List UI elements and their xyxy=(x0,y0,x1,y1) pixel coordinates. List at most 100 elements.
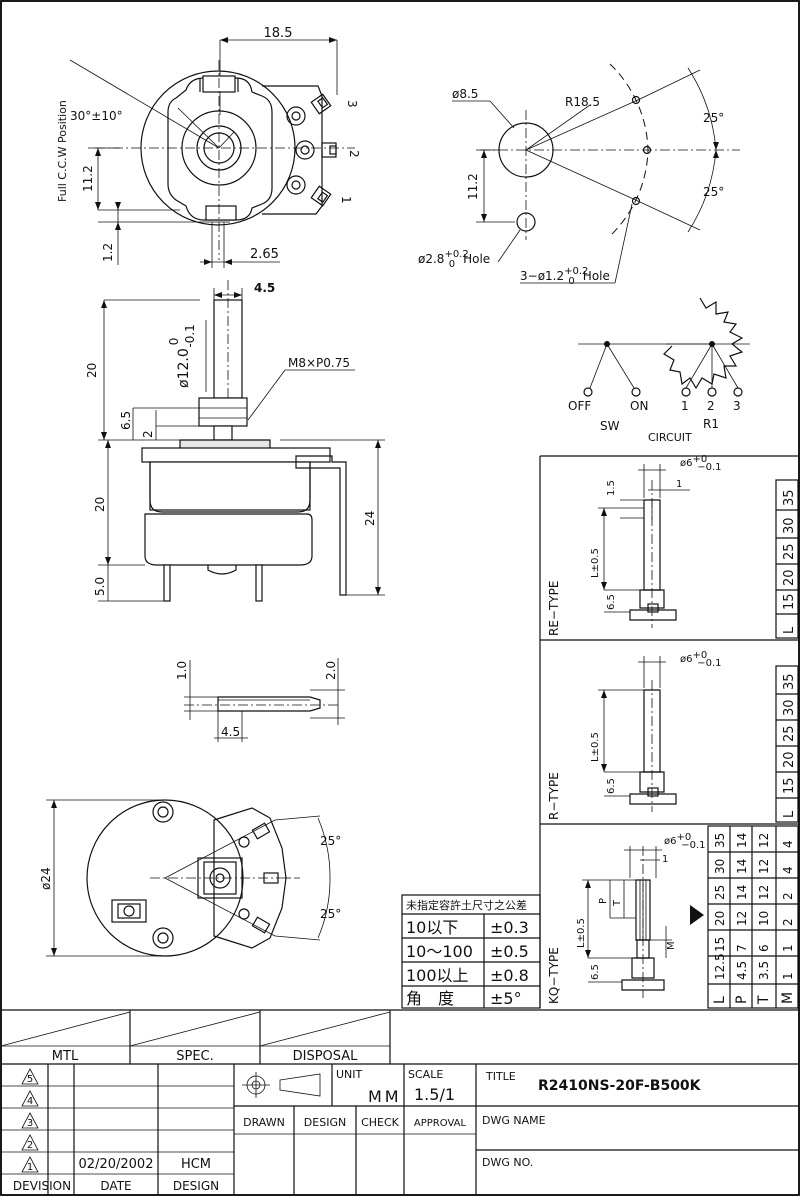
re-length-1: 30 xyxy=(782,517,797,534)
side-view: 4.5 ø12.00-0.1 M8×P0.75 20 6.5 xyxy=(85,280,385,602)
kq-cell-r3-c1: 12 xyxy=(735,911,749,926)
kq-cell-r5-c1: 4.5 xyxy=(735,961,749,980)
bottom-view: 25° 25° ø24 xyxy=(39,799,341,957)
re-length-3: 20 xyxy=(782,569,797,586)
re-length-4: 15 xyxy=(782,593,797,610)
selected-row-marker xyxy=(690,905,704,925)
re-length-0: 35 xyxy=(782,489,797,506)
dim-bushing-length: 6.5 xyxy=(119,411,133,430)
kq-header-t: T xyxy=(756,995,772,1005)
dia-label: ø8.5 xyxy=(452,87,478,101)
dwg-name-label: DWG NAME xyxy=(482,1114,546,1127)
sw-label: SW xyxy=(600,419,620,433)
pin-1-label: 1 xyxy=(339,196,353,204)
col-design: DESIGN xyxy=(173,1179,219,1193)
r-type-panel: R−TYPE ø6+0−0.1 L±0.5 6.5 35 3 xyxy=(547,650,799,823)
dim-pin-length: 5.0 xyxy=(93,577,107,596)
kq-cell-r1-c1: 14 xyxy=(735,859,749,874)
dim-shaft-length: 20 xyxy=(85,363,99,378)
kq-cell-r1-c3: 4 xyxy=(781,866,795,874)
rev-1: 1 xyxy=(27,1162,33,1173)
thread-label: M8×P0.75 xyxy=(288,356,350,370)
tol-row-1-range: 10〜100 xyxy=(406,942,473,961)
scale-label: SCALE xyxy=(408,1068,443,1081)
kq-header-m: M xyxy=(780,992,796,1004)
r-length-3: 20 xyxy=(782,751,797,768)
r-dim-bush: 6.5 xyxy=(606,778,617,794)
top-view: 18.5 30°±10° Full C.C.W Position xyxy=(56,26,361,268)
dim-bushing-small: 2 xyxy=(141,430,155,438)
col-date: DATE xyxy=(100,1179,131,1193)
tol-row-1-value: ±0.5 xyxy=(490,942,529,961)
r-dim-length: L±0.5 xyxy=(590,732,601,762)
kq-cell-r0-c0: 35 xyxy=(713,833,727,848)
r-shaft-dia: ø6+0−0.1 xyxy=(680,650,722,669)
spec-label: SPEC. xyxy=(176,1049,214,1064)
dim-pin-detail-length: 4.5 xyxy=(221,725,240,739)
dim-pin-end-width: 2.0 xyxy=(324,661,338,680)
kq-cell-r0-c3: 4 xyxy=(781,840,795,848)
re-shaft-dia: ø6+0−0.1 xyxy=(680,454,722,473)
re-dim-bush: 6.5 xyxy=(606,594,617,610)
re-dim-length: L±0.5 xyxy=(590,548,601,578)
rev-5: 5 xyxy=(27,1074,33,1085)
mtl-label: MTL xyxy=(52,1049,79,1064)
tol-row-0-value: ±0.3 xyxy=(490,918,529,937)
kq-cell-r1-c0: 30 xyxy=(713,859,727,874)
tol-row-2-value: ±0.8 xyxy=(490,966,529,985)
scale-value: 1.5/1 xyxy=(414,1085,455,1104)
unit-label: UNIT xyxy=(336,1068,363,1081)
dim-pin-spacing: 2.65 xyxy=(250,247,279,262)
kq-dim-p: P xyxy=(598,898,609,904)
kq-cell-r4-c1: 7 xyxy=(735,944,749,952)
r-length-4: 15 xyxy=(782,777,797,794)
re-length-header: L xyxy=(782,626,797,634)
kq-dim-m: M xyxy=(666,941,677,950)
tolerance-header: 未指定容許土尺寸之公差 xyxy=(406,898,527,912)
re-type-panel: RE−TYPE ø6+0−0.1 1 1.5 L±0.5 6.5 xyxy=(547,454,799,639)
kq-cell-r3-c0: 20 xyxy=(713,911,727,926)
kq-cell-r2-c1: 14 xyxy=(735,885,749,900)
re-dim-slot: 1 xyxy=(676,479,682,490)
dim-shaft-dia: ø12.00-0.1 xyxy=(167,324,197,388)
sw-off: OFF xyxy=(568,399,591,413)
r-type-label: R−TYPE xyxy=(547,772,561,820)
dim-offset: 11.2 xyxy=(81,165,95,192)
check-label: CHECK xyxy=(361,1116,400,1129)
re-type-label: RE−TYPE xyxy=(547,581,561,636)
dim-width: 18.5 xyxy=(264,26,293,41)
angle-lower: 25° xyxy=(703,185,724,199)
kq-dim-slot: 1 xyxy=(662,854,668,865)
bottom-angle-upper: 25° xyxy=(320,834,341,848)
drawn-label: DRAWN xyxy=(243,1116,285,1129)
hole-offset-dim: 11.2 xyxy=(466,173,480,200)
kq-cell-r2-c2: 12 xyxy=(757,885,771,900)
approval-label: APPROVAL xyxy=(414,1118,467,1129)
title-block: MTL SPEC. DISPOSAL 5 4 3 2 1 02/20/2002 … xyxy=(0,1009,799,1196)
re-dim-top: 1.5 xyxy=(606,480,617,496)
r-length-1: 30 xyxy=(782,699,797,716)
dim-small: 1.2 xyxy=(101,243,115,262)
r1-pin-1: 1 xyxy=(681,399,689,413)
pin-2-label: 2 xyxy=(347,150,361,158)
kq-cell-r0-c1: 14 xyxy=(735,833,749,848)
dim-pin-thickness: 1.0 xyxy=(175,661,189,680)
rev-1-by: HCM xyxy=(181,1157,211,1172)
dim-body-height: 20 xyxy=(93,497,107,512)
kq-cell-r0-c2: 12 xyxy=(757,833,771,848)
tol-row-3-value: ±5° xyxy=(490,989,522,1008)
title-value: R2410NS-20F-B500K xyxy=(538,1078,702,1094)
kq-dim-t: T xyxy=(612,899,623,907)
radius-label: R18.5 xyxy=(565,95,600,109)
r-length-header: L xyxy=(782,810,797,818)
r-length-2: 25 xyxy=(782,725,797,742)
kq-cell-r4-c0: 15 xyxy=(713,937,727,952)
angle-label: 30°±10° xyxy=(70,109,123,123)
kq-cell-r2-c3: 2 xyxy=(781,892,795,900)
kq-cell-r5-c0: 12.5 xyxy=(713,953,727,980)
